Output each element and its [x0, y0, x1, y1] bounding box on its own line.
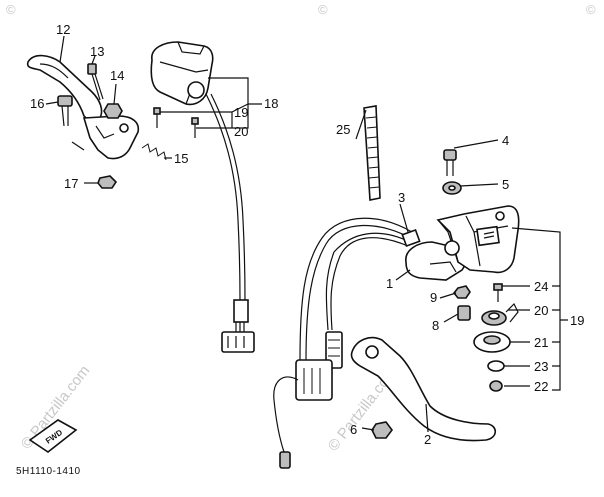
nut-9-part[interactable] — [452, 285, 471, 299]
leader-lines — [45, 35, 568, 433]
callout-4: 4 — [502, 133, 509, 148]
callout-18: 20 — [234, 124, 248, 139]
callout-23: 23 — [534, 359, 548, 374]
corner-mark-right: © — [586, 2, 596, 17]
bolt-8-part[interactable] — [457, 305, 471, 321]
callout-3: 3 — [398, 190, 405, 205]
callout-17: 19 — [234, 105, 248, 120]
cable-tie-25-part[interactable] — [363, 105, 381, 201]
callout-11: 13 — [90, 44, 104, 59]
callout-9: 9 — [430, 290, 437, 305]
callout-10: 12 — [56, 22, 70, 37]
left-switch-cable-part[interactable] — [205, 93, 255, 353]
screw-24-part[interactable] — [493, 283, 503, 302]
corner-mark-left: © — [6, 2, 16, 17]
right-switch-housing-part[interactable] — [436, 205, 520, 274]
callout-8: 8 — [432, 318, 439, 333]
callout-12: 14 — [110, 68, 124, 83]
part-code: 5H1110-1410 — [16, 466, 81, 477]
switch-body-21[interactable] — [473, 331, 511, 353]
callout-labels: 12 13 14 16 15 17 18 19 20 25 4 5 3 1 9 … — [30, 22, 584, 447]
switch-part-20[interactable] — [481, 302, 519, 326]
bolt-11-part[interactable] — [87, 63, 104, 101]
nut-15-part[interactable] — [97, 175, 118, 189]
screw-18-part[interactable] — [191, 117, 199, 138]
brake-lever-part[interactable] — [350, 336, 497, 442]
callout-21: 21 — [534, 335, 548, 350]
switch-housing-left-part[interactable] — [150, 41, 214, 106]
screw-17-part[interactable] — [153, 107, 161, 128]
washer-5-part[interactable] — [442, 181, 462, 195]
callout-22: 22 — [534, 379, 548, 394]
callout-20: 20 — [534, 303, 548, 318]
callout-2: 2 — [424, 432, 431, 447]
clutch-lever-holder-part[interactable] — [71, 115, 140, 160]
bolt-14-part[interactable] — [57, 95, 73, 127]
callout-19: 19 — [570, 313, 584, 328]
callout-15: 17 — [64, 176, 78, 191]
corner-mark-center: © — [318, 2, 328, 17]
callout-1: 1 — [386, 276, 393, 291]
callout-14: 16 — [30, 96, 44, 111]
callout-5: 5 — [502, 177, 509, 192]
callout-6: 6 — [350, 422, 357, 437]
screw-22-part[interactable] — [489, 380, 503, 392]
washer-23-part[interactable] — [487, 360, 505, 372]
spring-13-part[interactable] — [141, 143, 167, 161]
brake-switch-cables-part[interactable] — [273, 217, 421, 469]
callout-16: 18 — [264, 96, 278, 111]
screw-4-part[interactable] — [443, 149, 457, 176]
nut-6-part[interactable] — [371, 421, 393, 439]
front-direction-marker: FWD — [28, 419, 78, 453]
callout-13: 15 — [174, 151, 188, 166]
callout-25: 25 — [336, 122, 350, 137]
nut-12-part[interactable] — [103, 103, 123, 119]
callout-24: 24 — [534, 279, 548, 294]
